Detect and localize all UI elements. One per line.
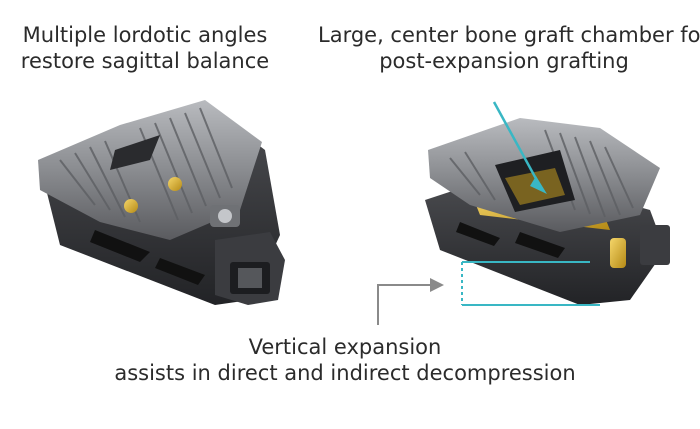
caption-bone-graft-chamber: Large, center bone graft chamber for pos…: [318, 22, 700, 75]
collapsed-implant: [38, 100, 285, 305]
chamber-pointer-arrow: [492, 101, 547, 194]
caption-line: Vertical expansion: [248, 335, 442, 359]
caption-lordotic-angles: Multiple lordotic angles restore sagitta…: [20, 22, 270, 75]
gold-marker-icon: [168, 177, 182, 191]
caption-line: Multiple lordotic angles: [22, 23, 268, 47]
expansion-callout-arrow: [377, 278, 444, 325]
caption-line: assists in direct and indirect decompres…: [114, 361, 576, 386]
expansion-height-bracket: [461, 261, 600, 306]
caption-line: Large, center bone graft chamber for: [318, 23, 700, 47]
caption-line: restore sagittal balance: [20, 49, 270, 74]
caption-vertical-expansion: Vertical expansion assists in direct and…: [110, 334, 580, 387]
gold-marker-icon: [124, 199, 138, 213]
caption-line: post-expansion grafting: [379, 49, 629, 74]
